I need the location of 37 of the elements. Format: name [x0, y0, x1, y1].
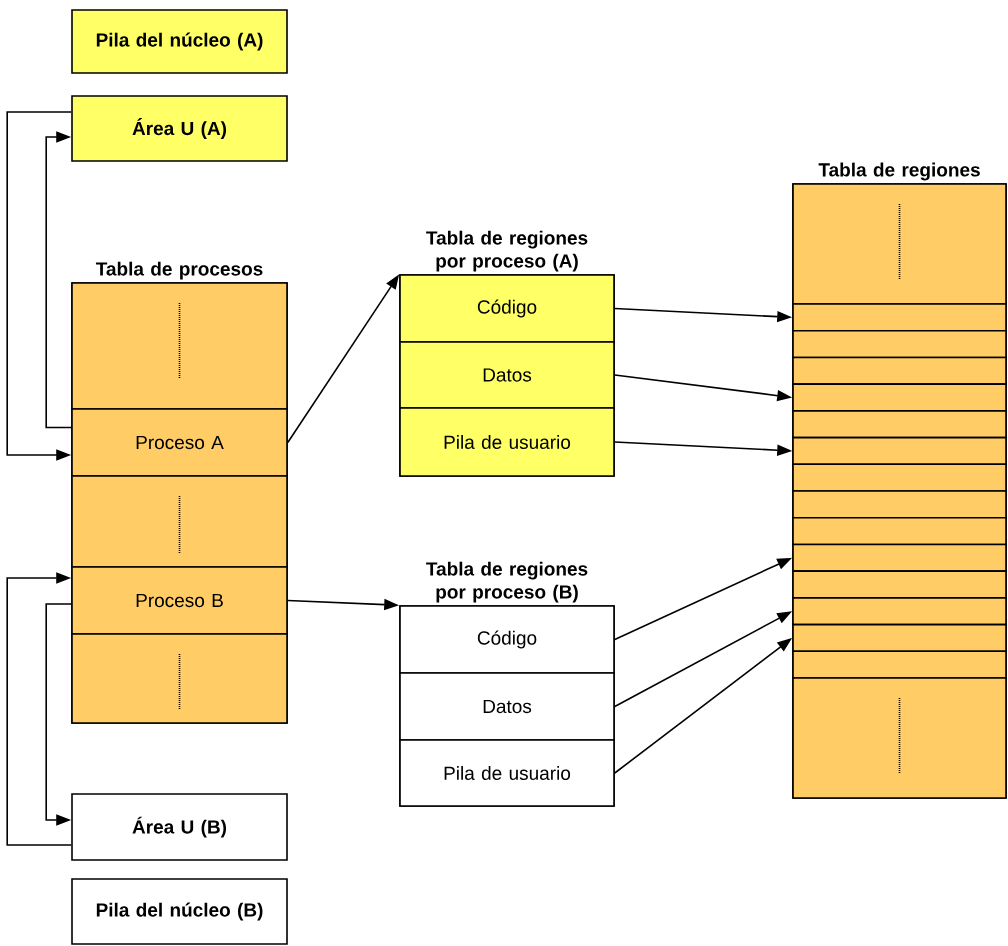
process-row: Proceso B — [71, 566, 288, 635]
table-row — [792, 463, 1007, 492]
table-row — [792, 410, 1007, 439]
memory-box: Área U (A) — [71, 95, 288, 162]
table-row — [792, 543, 1007, 572]
node-label: Tabla de procesos — [95, 261, 263, 280]
table-row — [792, 329, 1007, 359]
region-row: Pila de usuario — [399, 739, 615, 807]
table-row — [792, 383, 1007, 412]
table-row — [71, 475, 288, 568]
table-row — [792, 650, 1007, 679]
region-row: Código — [399, 605, 615, 674]
memory-box: Área U (B) — [71, 793, 288, 861]
table-row — [792, 303, 1007, 332]
table-row — [792, 356, 1007, 385]
memory-box: Pila del núcleo (B) — [71, 878, 288, 945]
table-row — [792, 490, 1007, 519]
table-row — [71, 633, 288, 724]
arrow — [45, 131, 72, 429]
memory-box: Pila del núcleo (A) — [71, 9, 288, 74]
region-row: Datos — [399, 672, 615, 741]
table-row — [792, 436, 1007, 466]
table-row — [792, 570, 1007, 599]
region-row: Código — [399, 274, 615, 343]
table-row — [792, 597, 1007, 626]
node-label: Tabla de regiones por proceso (A) — [426, 230, 588, 272]
table-row — [792, 623, 1007, 653]
region-row: Pila de usuario — [399, 407, 615, 477]
arrow — [45, 603, 72, 826]
table-row — [71, 282, 288, 410]
region-row: Datos — [399, 341, 615, 409]
arrow — [6, 572, 72, 846]
process-row: Proceso A — [71, 408, 288, 477]
arrow — [6, 111, 72, 461]
node-label: Tabla de regiones — [818, 162, 980, 181]
table-row — [792, 516, 1007, 546]
node-label: Tabla de regiones por proceso (B) — [426, 561, 588, 603]
